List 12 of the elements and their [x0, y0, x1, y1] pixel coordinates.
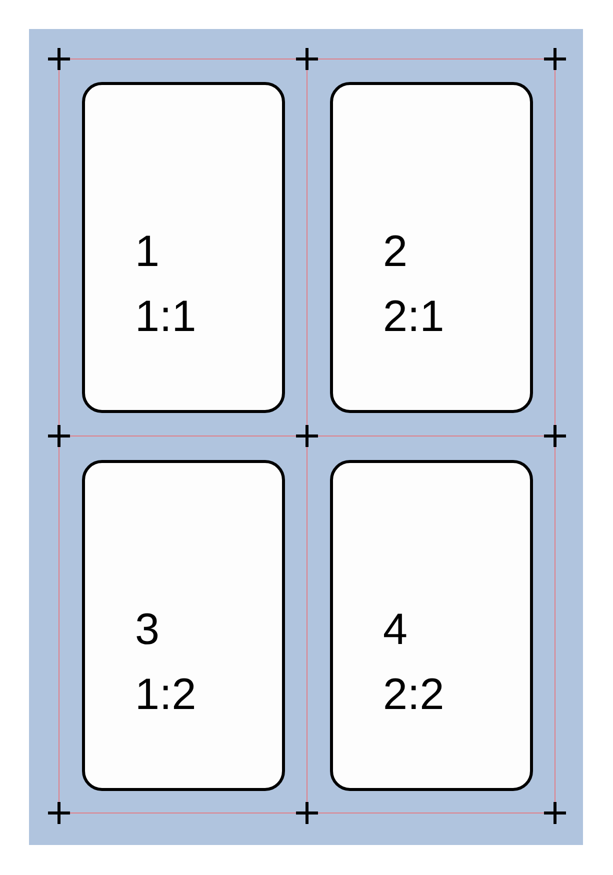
card-box — [82, 82, 285, 413]
card-number: 1 — [135, 230, 160, 274]
card-box — [82, 460, 285, 791]
card-box — [330, 460, 533, 791]
card-box — [330, 82, 533, 413]
grid-position: 1:1 — [135, 295, 196, 339]
card-number: 2 — [383, 230, 408, 274]
card-number: 3 — [135, 608, 160, 652]
card-number: 4 — [383, 608, 408, 652]
grid-position: 1:2 — [135, 673, 196, 717]
grid-position: 2:2 — [383, 673, 444, 717]
grid-position: 2:1 — [383, 295, 444, 339]
